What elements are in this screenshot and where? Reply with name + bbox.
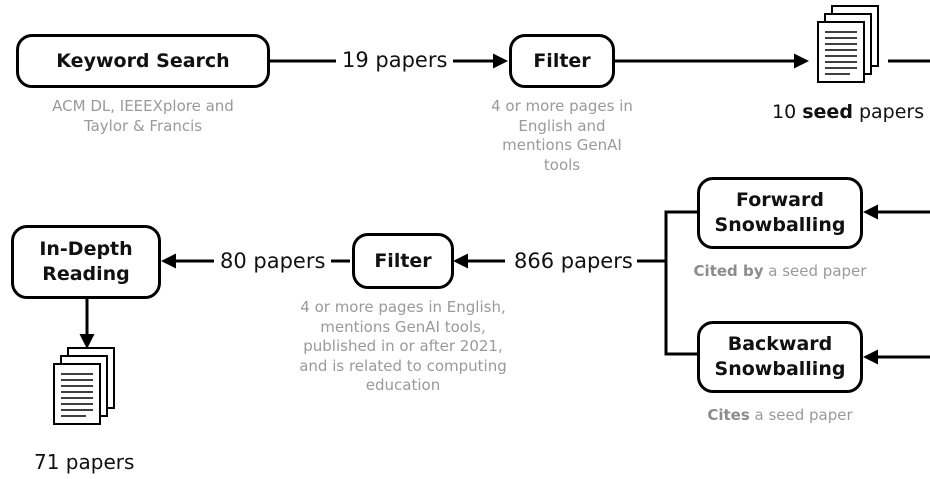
backward-note-bold: Cites	[707, 406, 750, 424]
forward-snowballing-label: Forward Snowballing	[714, 189, 846, 236]
keyword-search-label: Keyword Search	[56, 49, 230, 72]
backward-snowballing-node: Backward Snowballing	[697, 321, 863, 393]
in-depth-reading-label: In-Depth Reading	[39, 238, 133, 285]
filter-bottom-node: Filter	[352, 233, 454, 289]
filter-top-node: Filter	[509, 34, 615, 88]
final-papers-caption: 71 papers	[34, 450, 135, 474]
keyword-search-sources-note: ACM DL, IEEEXplore and Taylor & Francis	[52, 97, 234, 135]
keyword-search-node: Keyword Search	[16, 34, 270, 88]
seed-bold: seed	[802, 101, 853, 123]
document-stack-icon	[817, 5, 879, 83]
seed-rest: papers	[858, 101, 925, 123]
forward-note-bold: Cited by	[693, 262, 764, 280]
backward-snowballing-label: Backward Snowballing	[714, 333, 846, 380]
filter-bottom-criteria-note: 4 or more pages in English, mentions Gen…	[299, 298, 507, 394]
seed-papers-caption: 10 seed papers	[772, 101, 924, 123]
edge-label-80-papers: 80 papers	[214, 251, 332, 272]
edge-label-866-papers: 866 papers	[510, 251, 637, 272]
document-stack-icon	[53, 347, 115, 425]
backward-note-rest: a seed paper	[749, 406, 853, 424]
in-depth-reading-node: In-Depth Reading	[11, 225, 161, 299]
forward-snowballing-node: Forward Snowballing	[697, 177, 863, 249]
merge-bracket	[664, 210, 697, 356]
filter-top-criteria-note: 4 or more pages in English and mentions …	[491, 97, 633, 174]
filter-top-label: Filter	[533, 49, 591, 72]
forward-note-rest: a seed paper	[763, 262, 867, 280]
forward-snowballing-note: Cited by a seed paper	[682, 262, 878, 282]
seed-count: 10	[772, 101, 797, 123]
backward-snowballing-note: Cites a seed paper	[682, 406, 878, 426]
filter-bottom-label: Filter	[374, 249, 432, 272]
edge-label-19-papers: 19 papers	[336, 50, 454, 71]
